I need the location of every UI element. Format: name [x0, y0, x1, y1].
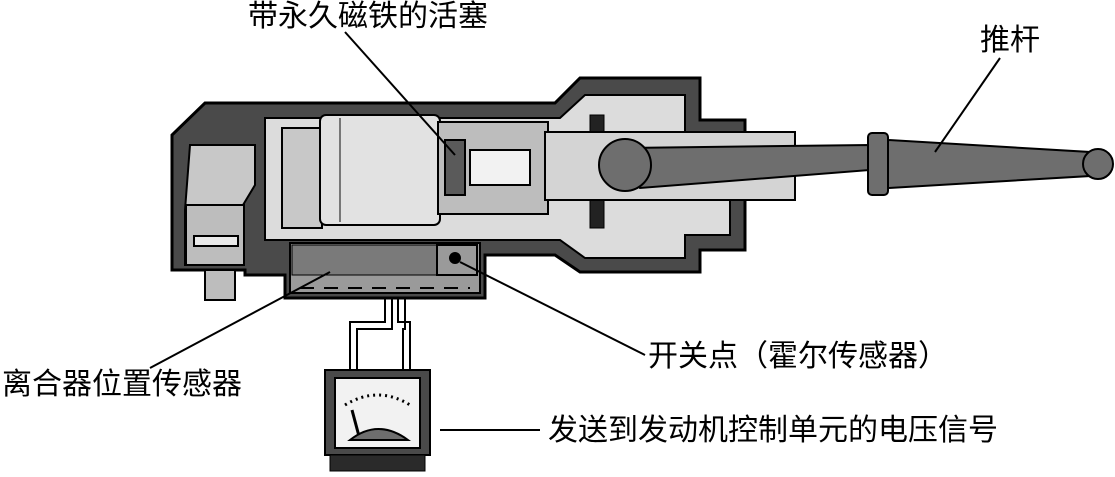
rod-ball [598, 138, 652, 192]
leader-position-sensor [149, 271, 331, 369]
leader-piston [344, 31, 456, 156]
wire-left-inner [356, 298, 393, 375]
wire-right-inner [402, 298, 406, 375]
rod-tip [1082, 148, 1114, 180]
sensor-board [291, 244, 438, 276]
cylinder-sleeve [281, 127, 323, 229]
voltmeter-hub [347, 428, 412, 441]
label-voltage-signal: 发送到发动机控制单元的电压信号 [548, 413, 998, 448]
piston-magnet [444, 139, 466, 196]
hall-element [449, 252, 461, 264]
label-piston: 带永久磁铁的活塞 [248, 0, 488, 34]
rod-collar [867, 132, 889, 196]
leader-switch-point [459, 261, 646, 356]
cylinder-body [319, 114, 441, 226]
wire-left [349, 298, 386, 375]
piston-inner [469, 149, 531, 186]
voltmeter-base [329, 454, 426, 472]
seal-bottom [589, 199, 605, 229]
rod-taper [887, 138, 1091, 190]
label-switch-point: 开关点（霍尔传感器） [648, 339, 948, 374]
leader-pushrod [934, 57, 1001, 153]
label-position-sensor: 离合器位置传感器 [2, 367, 242, 402]
connector-pin [204, 269, 236, 301]
label-pushrod: 推杆 [980, 23, 1040, 58]
connector-slot [193, 235, 239, 247]
voltmeter-scale [344, 393, 411, 407]
